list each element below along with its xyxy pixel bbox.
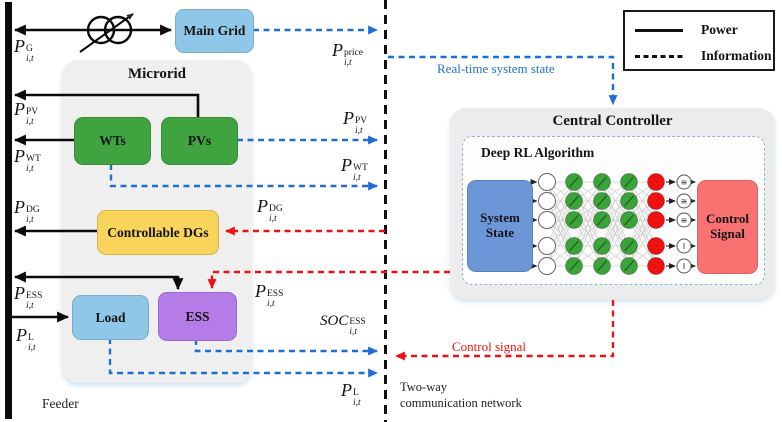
controllable-dgs-box: Controllable DGs bbox=[97, 210, 219, 255]
legend-power-row: Power bbox=[635, 21, 765, 39]
control-signal-box: Control Signal bbox=[697, 180, 758, 274]
dashed-line-icon bbox=[635, 54, 683, 58]
microgrid-title: Microrid bbox=[127, 66, 187, 82]
feeder-bus-line bbox=[5, 2, 12, 419]
system-state-label: System State bbox=[480, 210, 520, 240]
two-way-line1: Two-way bbox=[400, 380, 448, 394]
system-state-box: System State bbox=[467, 180, 533, 272]
communication-network-line bbox=[384, 0, 387, 422]
feeder-label: Feeder bbox=[42, 396, 79, 411]
central-controller-title: Central Controller bbox=[552, 113, 673, 129]
control-signal-label: Control Signal bbox=[705, 211, 750, 241]
load-label: Load bbox=[95, 309, 126, 325]
ess-label: ESS bbox=[185, 308, 210, 324]
control-signal-annotation: Control signal bbox=[452, 339, 527, 354]
two-way-network-annotation: Two-way communication network bbox=[400, 380, 560, 411]
legend-power-label: Power bbox=[701, 22, 738, 37]
transformer-icon bbox=[79, 13, 134, 53]
deep-rl-title: Deep RL Algorithm bbox=[481, 145, 595, 160]
wts-label: WTs bbox=[99, 133, 126, 149]
solid-line-icon bbox=[635, 28, 683, 32]
controllable-dgs-label: Controllable DGs bbox=[107, 224, 209, 240]
legend-information-label: Information bbox=[701, 48, 772, 63]
main-grid-label: Main Grid bbox=[183, 23, 246, 39]
wts-box: WTs bbox=[74, 117, 151, 165]
legend-information-row: Information bbox=[635, 47, 772, 65]
pvs-label: PVs bbox=[187, 133, 212, 149]
ess-box: ESS bbox=[158, 292, 237, 341]
legend-box: Power Information bbox=[623, 10, 775, 71]
main-grid-box: Main Grid bbox=[175, 9, 254, 53]
pvs-box: PVs bbox=[161, 117, 238, 165]
two-way-line2: communication network bbox=[400, 395, 522, 410]
realtime-state-annotation: Real-time system state bbox=[437, 61, 555, 76]
load-box: Load bbox=[72, 295, 149, 340]
